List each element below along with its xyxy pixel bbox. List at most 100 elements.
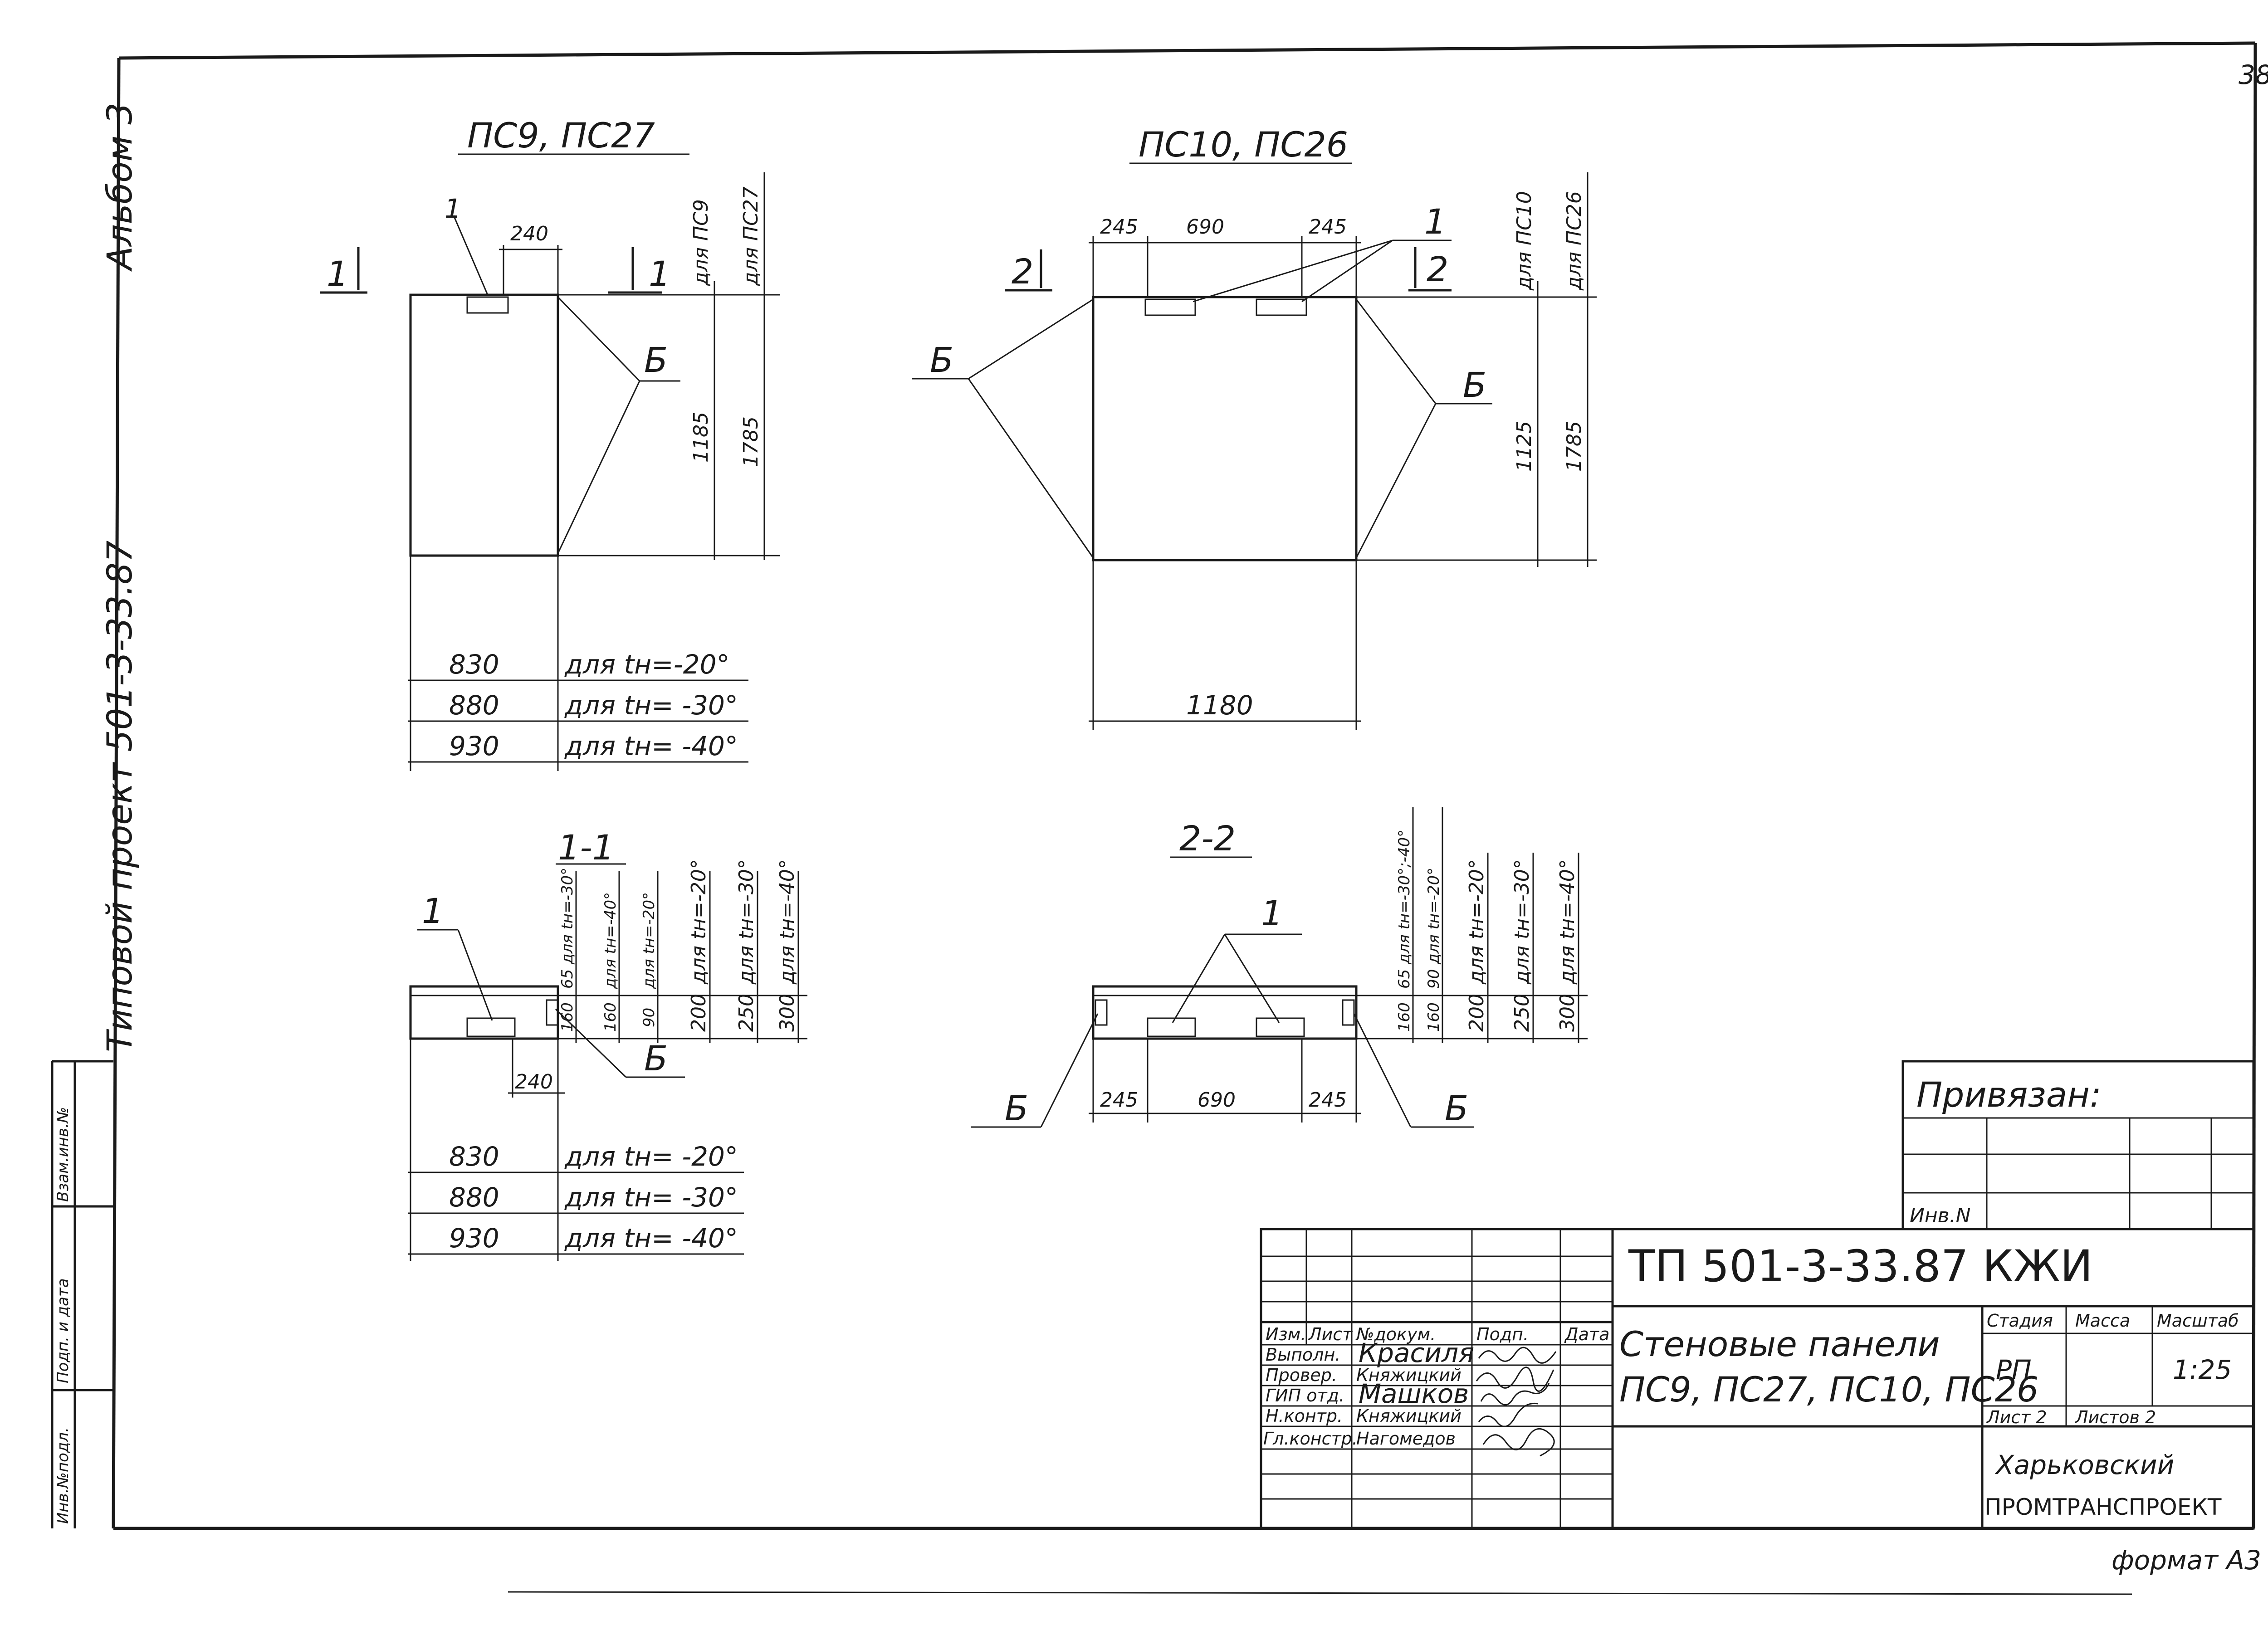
panel-ps9: [409, 293, 559, 557]
width-880-cond: для tн= -30°: [564, 690, 738, 721]
tb-stage: РП: [1996, 1354, 2032, 1385]
binding-block: Привязан: Инв.N: [1901, 1060, 2255, 1230]
view-ps10: ПС10, ПС26 245 690 245 1 2 2 Б Б: [912, 124, 1597, 730]
tb-org-line-2: ПРОМТРАНСПРОЕКТ: [1984, 1494, 2222, 1520]
binding-inv-label: Инв.N: [1910, 1204, 1971, 1227]
view-ps9-title: ПС9, ПС27: [467, 115, 655, 156]
binding-title: Привязан:: [1916, 1074, 2102, 1115]
height-1785-ps26: 1785: [1563, 421, 1586, 472]
section-2-2: 2-2 1 Б Б 245 690 245: [971, 807, 1588, 1128]
s2-th-label-250: для tн=-30°: [1510, 859, 1534, 985]
section-2-leader-b-right: Б: [1445, 1088, 1468, 1128]
tb-scale-label: Масштаб: [2157, 1311, 2239, 1331]
leader-b-left: Б: [930, 340, 953, 380]
section-2-loop-1: [1147, 1017, 1196, 1037]
height-label-ps26: для ПС26: [1563, 191, 1586, 291]
lifting-loop-2: [1256, 298, 1307, 316]
height-label-ps9: для ПС9: [689, 199, 713, 286]
section-1-loop: [466, 1017, 516, 1037]
leader-1-ps10: 1: [1424, 201, 1446, 242]
tb-sheets: Листов 2: [2074, 1407, 2156, 1427]
height-label-ps10: для ПС10: [1513, 191, 1536, 291]
tb-role-2: ГИП отд.: [1266, 1386, 1344, 1406]
section-1-leader-b: Б: [644, 1038, 668, 1079]
tb-name-0: Красиля: [1359, 1337, 1474, 1368]
tb-header-doc: №докум.: [1355, 1324, 1436, 1344]
s1-width-930: 930: [449, 1223, 499, 1254]
tb-role-3: Н.контр.: [1266, 1406, 1343, 1426]
height-label-ps27: для ПС27: [739, 186, 763, 286]
sheet-number: 38: [2239, 59, 2268, 90]
project-label: Типовой проект 501-3-33.87: [99, 541, 140, 1052]
s2-th-160a: 160: [1395, 1002, 1413, 1032]
s2-th-200: 200: [1465, 994, 1488, 1032]
lifting-loop-1: [1144, 298, 1196, 316]
tb-name-1: Княжицкий: [1356, 1365, 1461, 1385]
cut-mark-left: 1: [327, 254, 348, 294]
tb-header-date: Дата: [1564, 1324, 1609, 1344]
s1-th-label-250: для tн=-30°: [735, 859, 758, 985]
cut-mark-2-left: 2: [1012, 251, 1033, 292]
s1-th-250: 250: [735, 994, 758, 1032]
tb-header-list: Лист: [1308, 1324, 1353, 1344]
tb-scale: 1:25: [2173, 1354, 2232, 1385]
tb-mass-label: Масса: [2075, 1311, 2130, 1331]
album-label: Альбом 3: [99, 102, 140, 272]
s2-dim-245-right: 245: [1309, 1088, 1347, 1112]
height-1185: 1185: [689, 412, 713, 463]
s2-th-label-a: 65 для tн=-30°;-40°: [1395, 830, 1413, 989]
s2-dim-690: 690: [1198, 1088, 1236, 1112]
width-830: 830: [449, 649, 499, 680]
s2-th-160b: 160: [1425, 1002, 1443, 1032]
view-ps10-title: ПС10, ПС26: [1139, 124, 1348, 165]
height-1125: 1125: [1513, 421, 1536, 472]
tb-name-4: Нагомедов: [1356, 1429, 1456, 1449]
section-2-leader-b-left: Б: [1005, 1088, 1028, 1128]
tb-role-4: Гл.констр.: [1263, 1429, 1358, 1449]
tb-header-sign: Подп.: [1476, 1324, 1529, 1344]
section-2-insert-left: [1095, 999, 1108, 1026]
s2-th-label-200: для tн=-20°: [1465, 859, 1488, 985]
view-ps9: ПС9, ПС27 240 1 1 1 Б для ПС9 для ПС27 1…: [320, 115, 780, 771]
leader-1: 1: [445, 193, 461, 224]
width-880: 880: [449, 690, 499, 721]
section-1-1: 1-1 1 Б 240 160 65 для tн=-30° 160 для t…: [408, 827, 807, 1261]
width-930-cond: для tн= -40°: [564, 731, 738, 761]
width-1180: 1180: [1186, 690, 1253, 721]
signatures: [1476, 1347, 1557, 1457]
s1-width-880-cond: для tн= -30°: [564, 1182, 738, 1213]
tb-header-izm: Изм.: [1266, 1324, 1306, 1344]
section-1-title: 1-1: [558, 827, 614, 868]
section-1-outline: [409, 985, 559, 1040]
s1-th-160a: 160: [558, 1002, 577, 1032]
leader-b: Б: [644, 340, 668, 380]
tb-name-line-2: ПС9, ПС27, ПС10, ПС26: [1619, 1369, 2038, 1410]
s1-th-label-300: для tн=-40°: [776, 859, 799, 985]
s2-th-300: 300: [1556, 994, 1579, 1032]
s1-width-830: 830: [449, 1141, 499, 1172]
drawing-frame: [51, 41, 2257, 1595]
tb-role-1: Провер.: [1266, 1365, 1337, 1385]
s1-th-label-c: для tн=-20°: [640, 892, 658, 989]
s1-th-label-200: для tн=-20°: [687, 859, 710, 985]
tb-name-3: Княжицкий: [1356, 1406, 1461, 1426]
s2-th-label-b: 90 для tн=-20°: [1425, 868, 1443, 989]
tb-name-line-1: Стеновые панели: [1619, 1324, 1940, 1364]
s1-width-930-cond: для tн= -40°: [564, 1223, 738, 1254]
section-1-dim-240: 240: [515, 1070, 553, 1093]
tb-stage-label: Стадия: [1987, 1311, 2053, 1331]
section-2-leader-1: 1: [1261, 893, 1283, 933]
s2-dim-245-left: 245: [1100, 1088, 1138, 1112]
cut-mark-right: 1: [649, 254, 670, 294]
dim-top-690: 690: [1186, 215, 1224, 239]
section-2-title: 2-2: [1179, 818, 1236, 859]
title-block: Изм. Лист №докум. Подп. Дата Выполн. Кра…: [1260, 1228, 2255, 1530]
section-2-outline: [1092, 985, 1358, 1040]
height-1785: 1785: [739, 416, 763, 467]
tb-name-2: Машков: [1359, 1378, 1469, 1409]
s1-th-label-a: 65 для tн=-30°: [558, 868, 577, 989]
section-2-loop-2: [1256, 1017, 1305, 1037]
stamp-sign-label: Подп. и дата: [54, 1278, 72, 1383]
s2-th-label-300: для tн=-40°: [1556, 859, 1579, 985]
dim-top-245-right: 245: [1309, 215, 1347, 239]
